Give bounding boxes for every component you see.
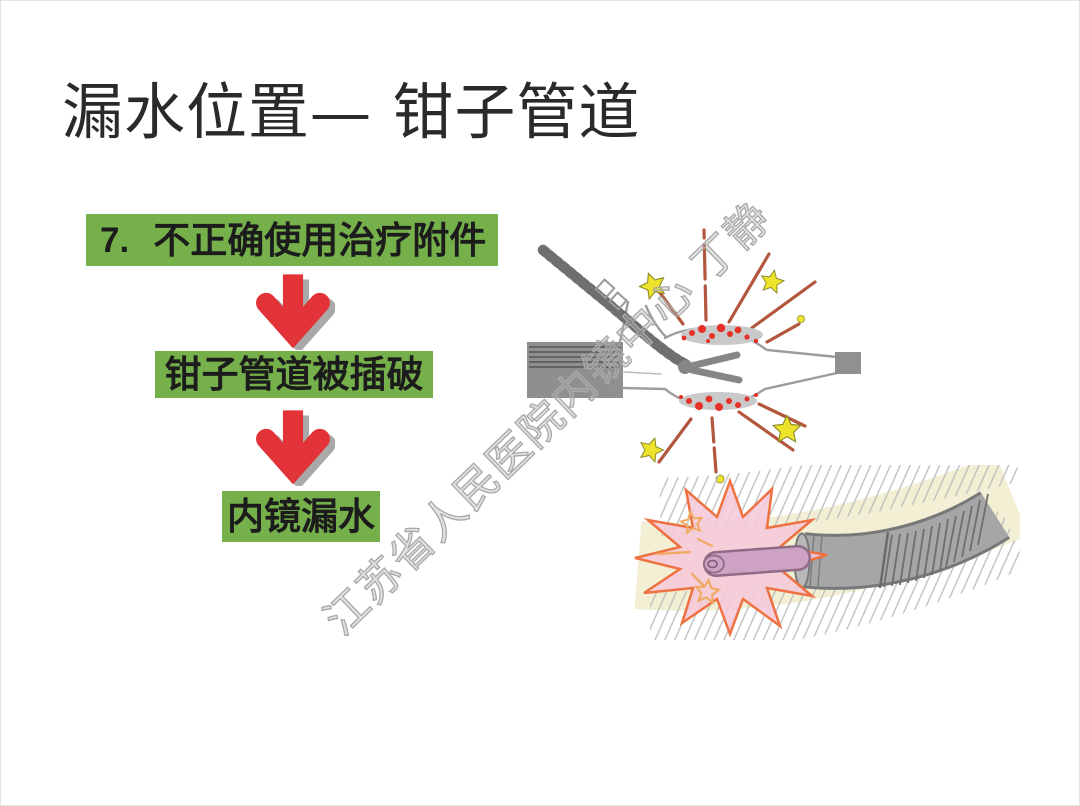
down-arrow-icon bbox=[256, 274, 335, 350]
scope-tip-burst-illustration bbox=[634, 465, 1020, 640]
flow-step-1: 7. 不正确使用治疗附件 bbox=[86, 214, 498, 266]
flow-step-1-label: 不正确使用治疗附件 bbox=[153, 219, 487, 261]
page-title: 漏水位置— 钳子管道 bbox=[62, 77, 641, 148]
flow-step-3: 内镜漏水 bbox=[222, 491, 380, 542]
forceps-channel-puncture-illustration bbox=[527, 228, 861, 484]
flow-step-3-label: 内镜漏水 bbox=[227, 496, 375, 537]
forceps-jaws bbox=[678, 351, 743, 384]
burst-sparkles bbox=[656, 509, 722, 605]
accessory-coil-shaft bbox=[537, 244, 693, 371]
catheter-tube bbox=[703, 545, 811, 577]
spark-rays bbox=[647, 228, 817, 474]
flow-step-2: 钳子管道被插破 bbox=[155, 351, 433, 398]
scope-body-block bbox=[527, 342, 623, 398]
flow-step-1-number: 7. bbox=[100, 220, 130, 260]
puncture-damage-dots bbox=[679, 323, 759, 411]
scope-tip-cap bbox=[835, 352, 861, 374]
down-arrow-icon bbox=[256, 410, 335, 486]
flow-step-2-label: 钳子管道被插破 bbox=[164, 354, 424, 395]
